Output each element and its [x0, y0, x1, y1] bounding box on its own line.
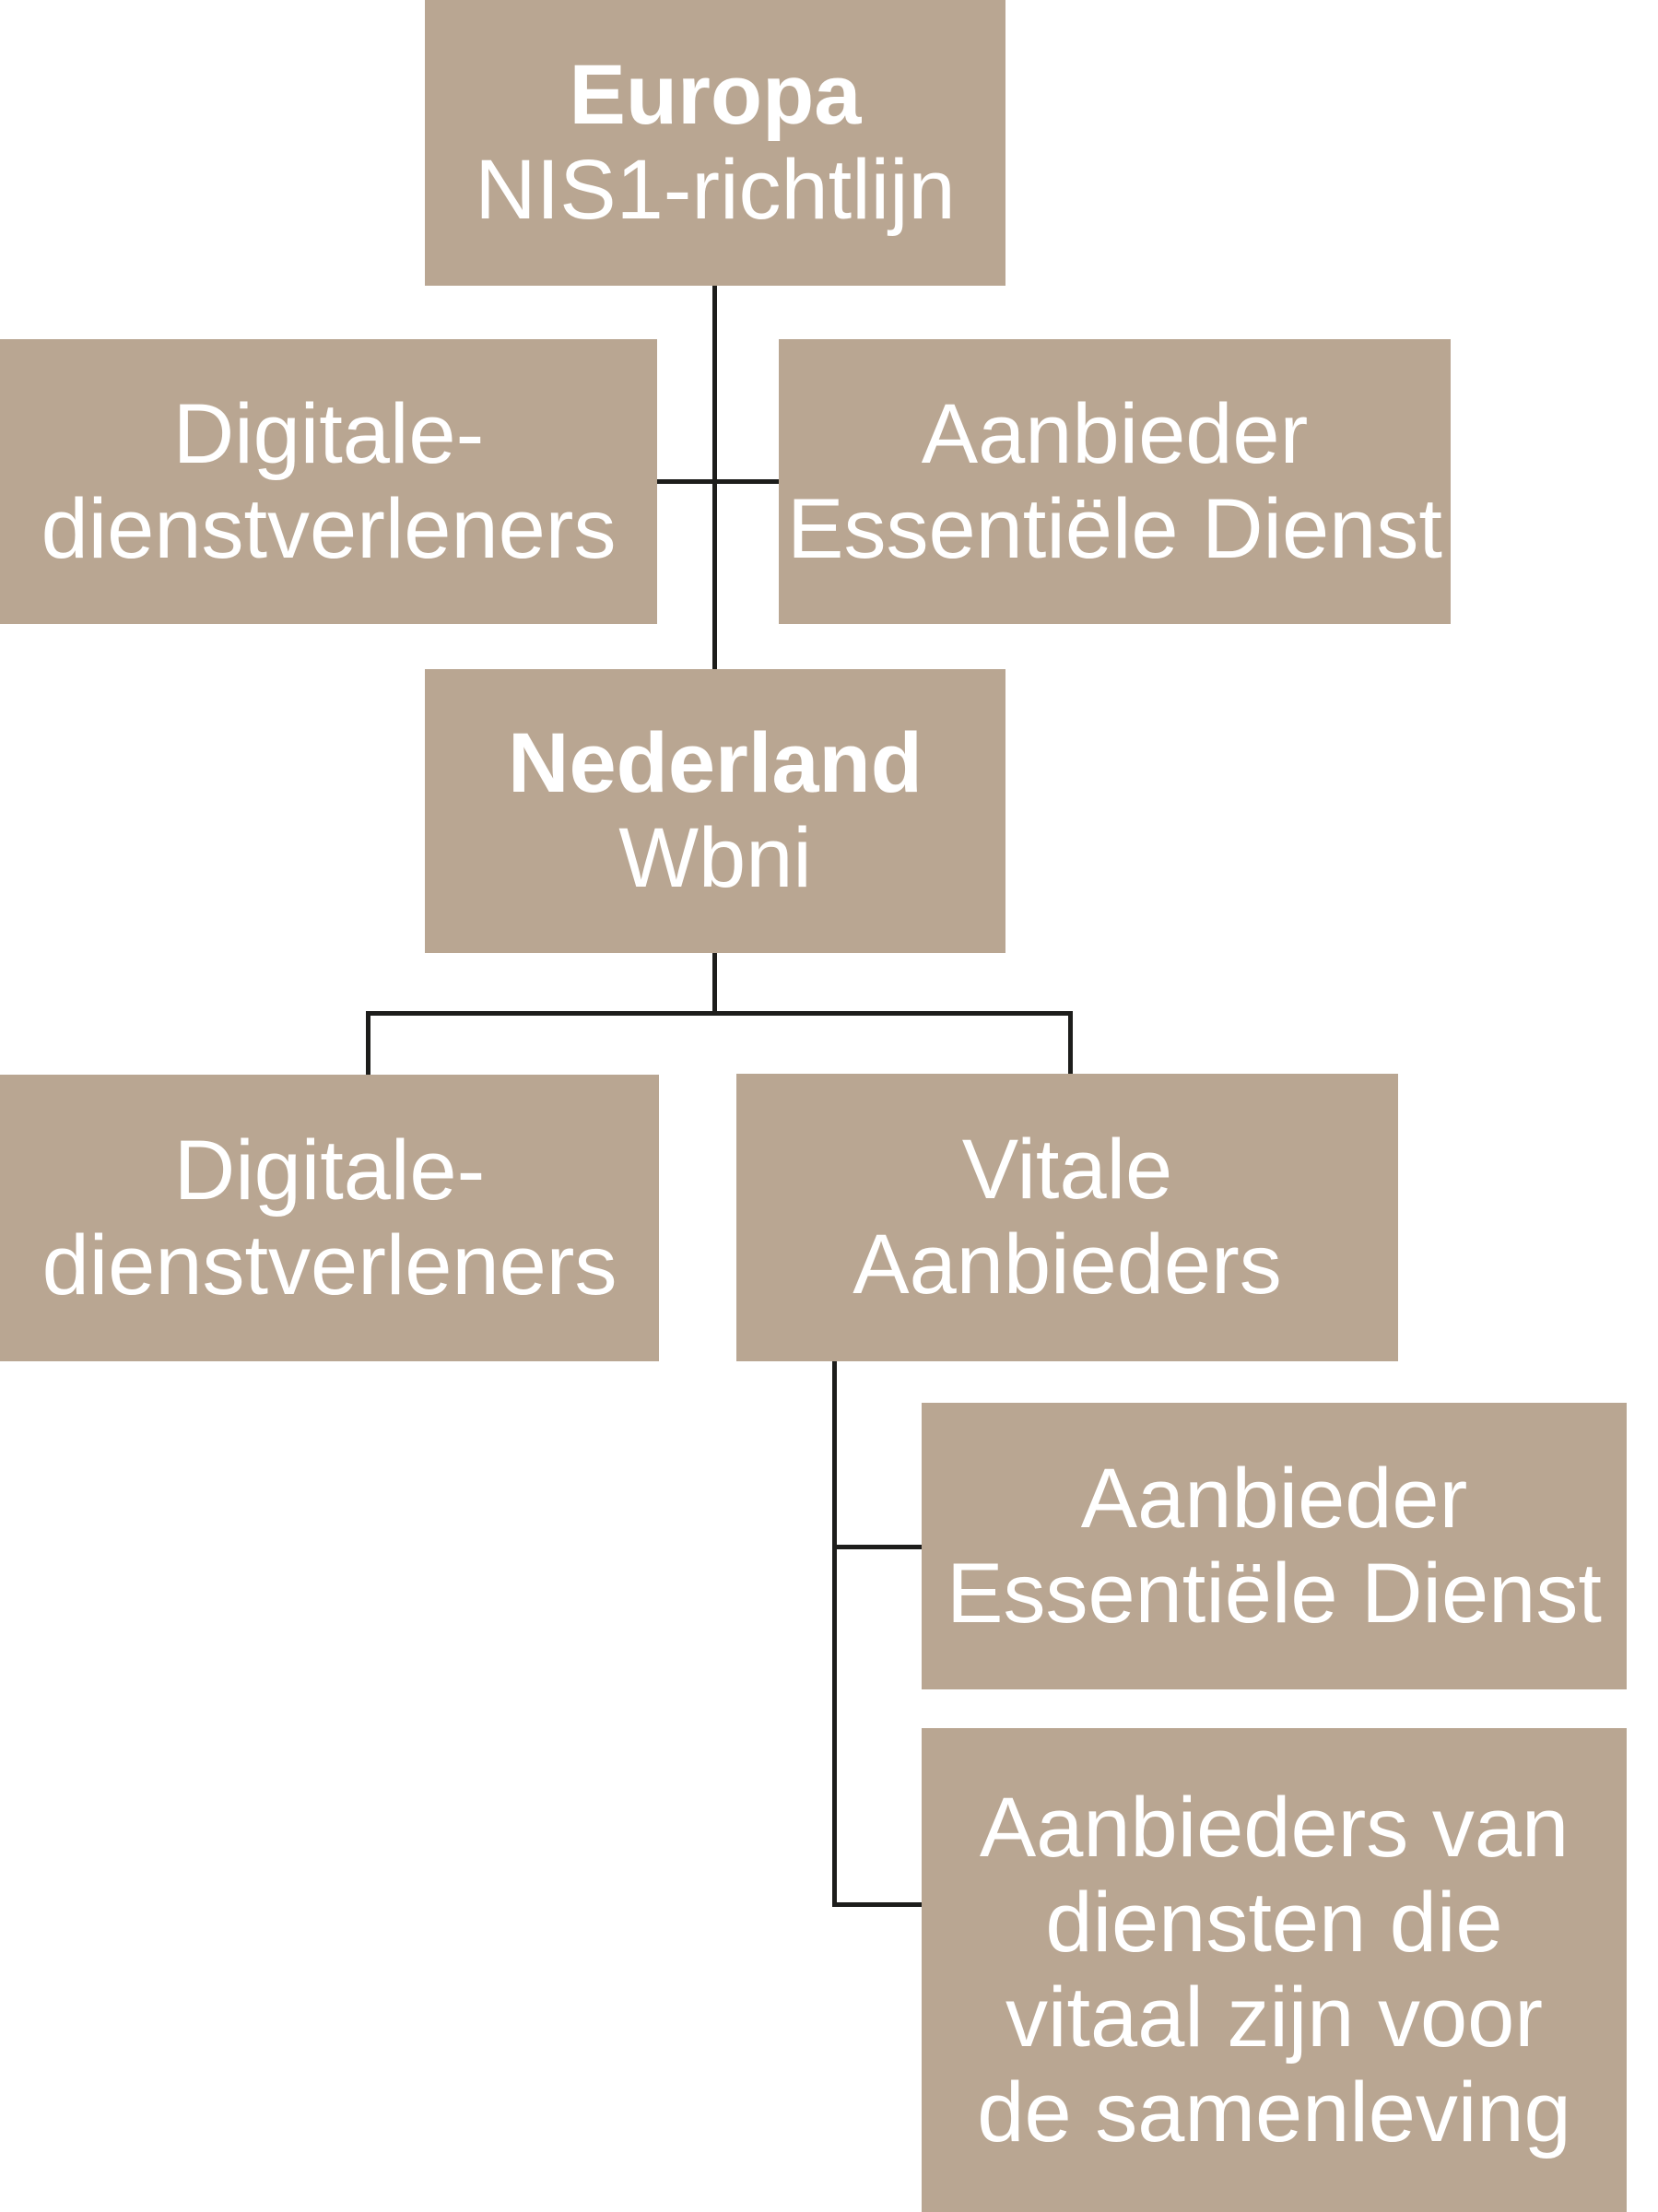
node-aanbieder-eu-line1: Aanbieder: [921, 386, 1309, 481]
node-digitale-eu-label: Digitale- dienstverleners: [41, 387, 617, 577]
node-aanbieders-vitaal-samenleving: Aanbieders van diensten die vitaal zijn …: [922, 1728, 1627, 2212]
connector-branch-aanbieder-nl: [832, 1545, 923, 1549]
connector-branch-vitaal-samenleving: [832, 1902, 923, 1907]
node-aanbieder-essentiele-dienst-nl: Aanbieder Essentiële Dienst: [922, 1403, 1627, 1689]
node-nederland-subtitle: Wbni: [618, 811, 812, 905]
node-vitaal-samenleving-line2: diensten die: [1045, 1875, 1503, 1970]
node-digitale-nl-label: Digitale- dienstverleners: [42, 1124, 617, 1313]
node-digitale-dienstverleners-nl: Digitale- dienstverleners: [0, 1075, 659, 1361]
node-europa-label: Europa NIS1-richtlijn: [475, 48, 955, 238]
node-vitale-line1: Vitale: [961, 1123, 1173, 1217]
node-aanbieder-essentiele-dienst-eu: Aanbieder Essentiële Dienst: [779, 339, 1451, 624]
node-aanbieder-nl-label: Aanbieder Essentiële Dienst: [947, 1452, 1602, 1641]
node-vitaal-samenleving-line4: de samenleving: [977, 2065, 1571, 2159]
node-digitale-nl-line2: dienstverleners: [41, 1218, 617, 1312]
connector-drop-digitale-nl: [366, 1011, 370, 1075]
node-nederland: Nederland Wbni: [425, 669, 1005, 953]
node-digitale-dienstverleners-eu: Digitale- dienstverleners: [0, 339, 657, 624]
connector-drop-vitale: [1068, 1011, 1073, 1075]
node-digitale-eu-line2: dienstverleners: [41, 481, 617, 576]
node-europa: Europa NIS1-richtlijn: [425, 0, 1005, 286]
node-aanbieder-eu-line2: Essentiële Dienst: [787, 481, 1442, 576]
node-vitale-line2: Aanbieders: [853, 1218, 1282, 1312]
node-vitale-aanbieders: Vitale Aanbieders: [736, 1074, 1398, 1361]
node-digitale-eu-line1: Digitale-: [172, 386, 485, 481]
connector-nl-children-crossbar: [366, 1011, 1073, 1016]
node-europa-subtitle: NIS1-richtlijn: [475, 143, 956, 237]
node-nederland-title: Nederland: [508, 716, 923, 810]
connector-europa-to-nederland: [712, 286, 717, 669]
connector-nederland-stem: [712, 953, 717, 1015]
node-digitale-nl-line1: Digitale-: [173, 1123, 486, 1218]
node-aanbieder-nl-line1: Aanbieder: [1080, 1451, 1468, 1546]
node-europa-title: Europa: [569, 48, 862, 142]
node-aanbieder-eu-label: Aanbieder Essentiële Dienst: [787, 387, 1442, 577]
node-nederland-label: Nederland Wbni: [508, 716, 923, 906]
node-vitaal-samenleving-line1: Aanbieders van: [979, 1780, 1570, 1875]
node-vitale-label: Vitale Aanbieders: [853, 1123, 1281, 1312]
node-vitaal-samenleving-label: Aanbieders van diensten die vitaal zijn …: [977, 1781, 1570, 2160]
node-aanbieder-nl-line2: Essentiële Dienst: [947, 1546, 1602, 1641]
node-vitaal-samenleving-line3: vitaal zijn voor: [1005, 1970, 1543, 2065]
connector-vitale-stem: [832, 1361, 837, 1906]
connector-eu-children-crossbar: [656, 479, 779, 484]
